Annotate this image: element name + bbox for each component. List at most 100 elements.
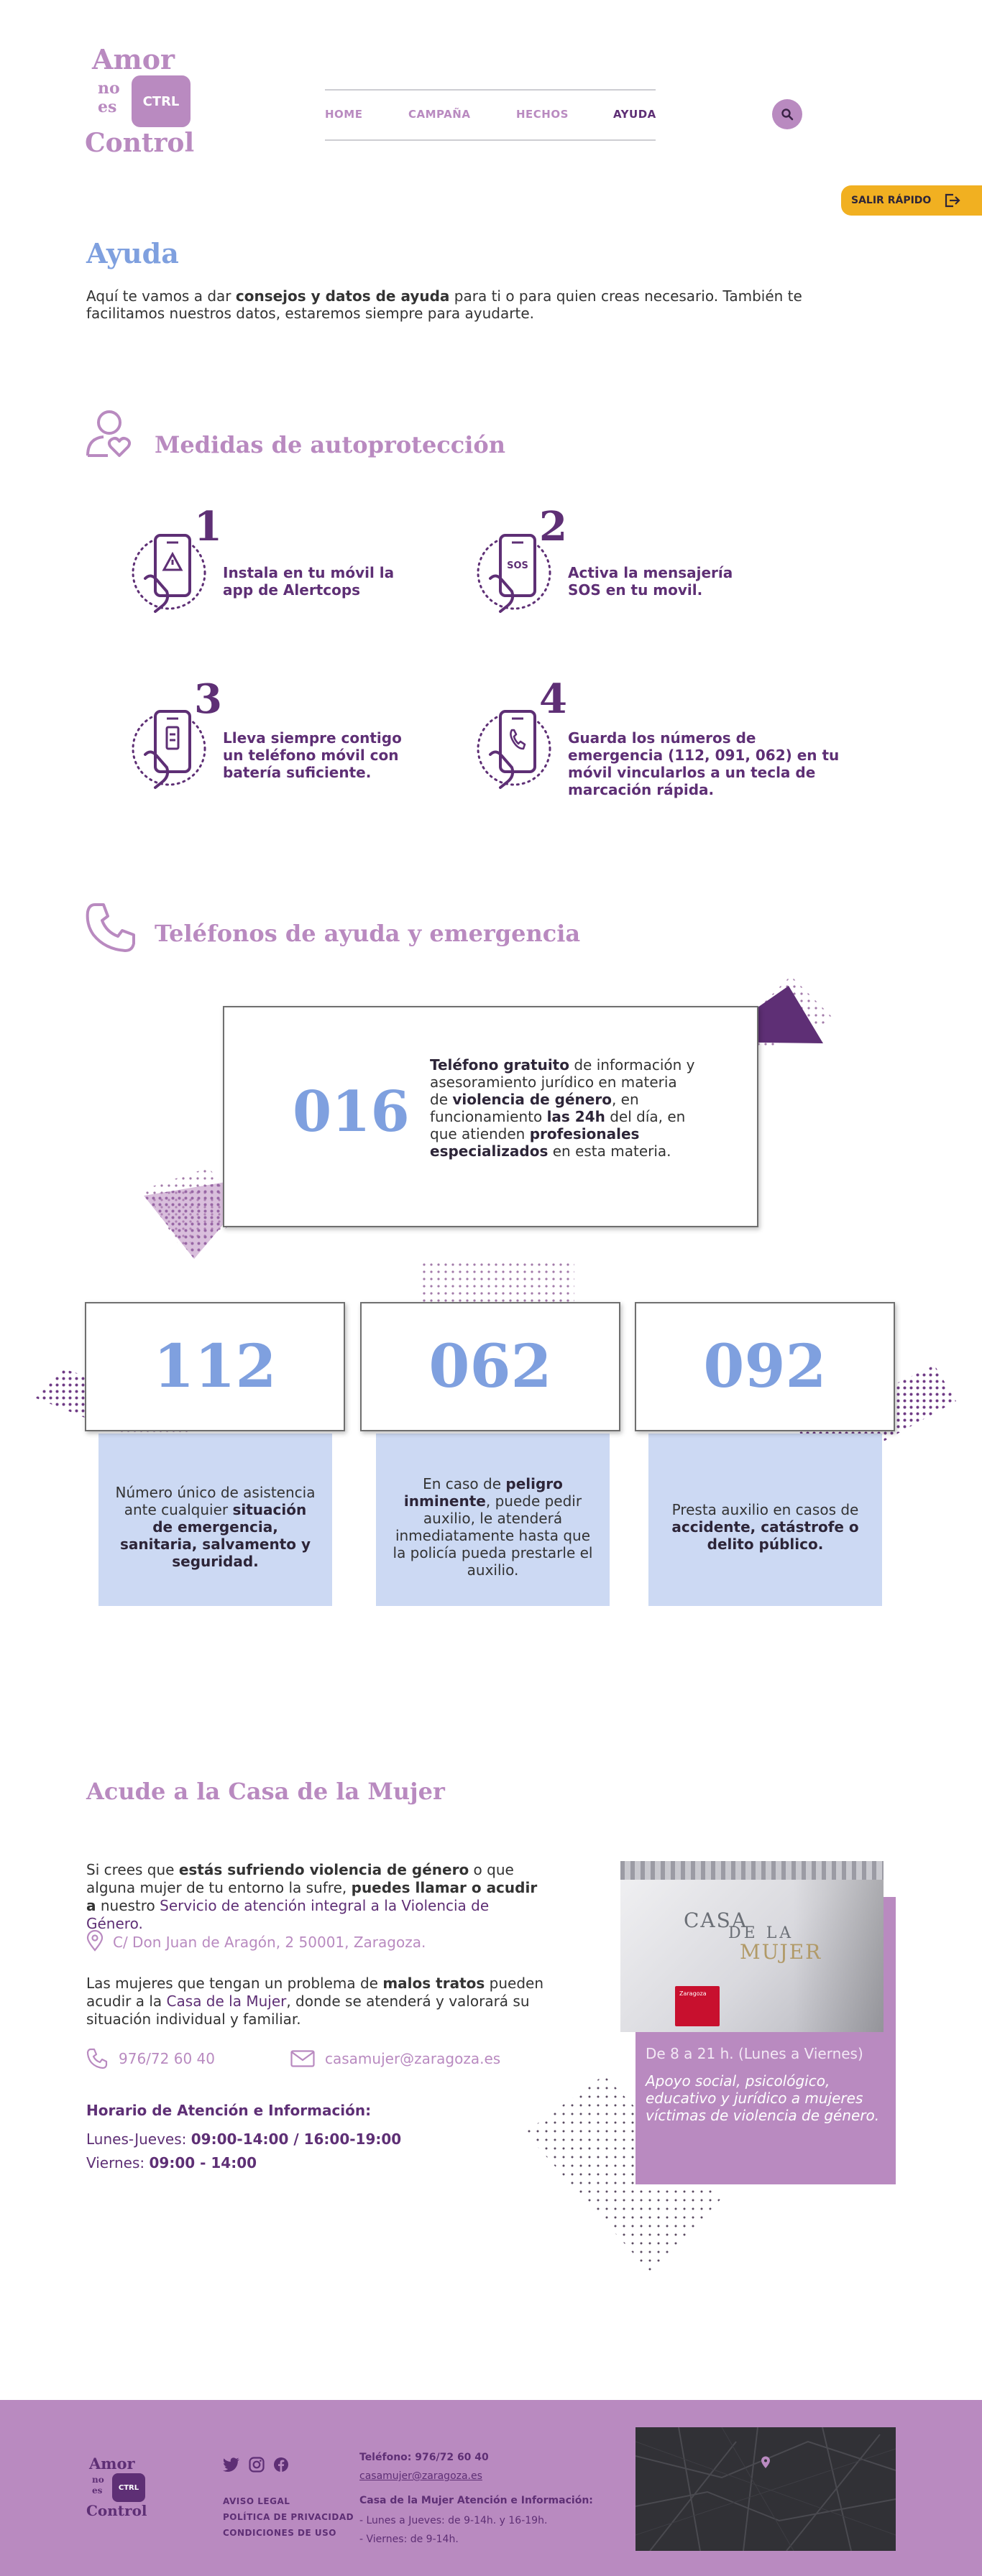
desc-016-4b: profesionales especializados xyxy=(430,1125,640,1160)
number-016: 016 xyxy=(293,1079,410,1145)
desc-016-3: del día, en que atienden xyxy=(430,1108,686,1142)
casa-schedule: De 8 a 21 h. (Lunes a Viernes) xyxy=(646,2045,863,2062)
footer-phone: Teléfono: 976/72 60 40 xyxy=(359,2452,489,2463)
measure-text-1: Instala en tu móvil la app de Alertcops xyxy=(223,564,394,599)
number-062: 062 xyxy=(428,1332,552,1401)
nav-campana[interactable]: CAMPAÑA xyxy=(408,108,471,121)
photo-top-band xyxy=(620,1861,884,1880)
measure-text-4: Guarda los números de emergencia (112, 0… xyxy=(568,729,839,798)
search-button[interactable] xyxy=(772,99,802,129)
intro-text-bold: consejos y datos de ayuda xyxy=(235,287,450,305)
casa-hours-2-label: Viernes: xyxy=(86,2154,150,2171)
footer-logo-ctrl: CTRL xyxy=(112,2473,145,2502)
photo-shadow xyxy=(793,1880,884,2032)
measure-4-line-2: emergencia (112, 091, 062) en tu xyxy=(568,747,840,764)
logo-word-amor: Amor xyxy=(92,43,175,75)
casa-support: Apoyo social, psicológico, educativo y j… xyxy=(646,2072,880,2124)
instagram-icon[interactable] xyxy=(249,2457,265,2473)
panel-092-text: Presta auxilio en casos de accidente, ca… xyxy=(664,1501,866,1553)
footer-condiciones[interactable]: CONDICIONES DE USO xyxy=(223,2528,336,2538)
desc-016-1: de información y asesoramiento jurídico … xyxy=(430,1056,695,1108)
casa-address: C/ Don Juan de Aragón, 2 50001, Zaragoza… xyxy=(113,1934,426,1951)
twitter-icon[interactable] xyxy=(223,2457,240,2472)
panel-112-a: Número único de asistencia ante cualquie… xyxy=(115,1484,316,1518)
nav-hechos[interactable]: HECHOS xyxy=(516,108,569,121)
footer-email[interactable]: casamujer@zaragoza.es xyxy=(359,2470,482,2482)
footer-logo[interactable]: Amor no es CTRL Control xyxy=(86,2455,151,2521)
measure-number-4: 4 xyxy=(539,675,567,723)
nav-ayuda[interactable]: AYUDA xyxy=(613,108,656,121)
nav-top-rule xyxy=(325,89,656,91)
casa-p2d[interactable]: Casa de la Mujer xyxy=(166,1993,287,2010)
footer-hours-2: - Viernes: de 9-14h. xyxy=(359,2534,459,2545)
measure-4-line-3: móvil vincularlos a un tecla de xyxy=(568,764,816,781)
measure-3-line-3: batería suficiente. xyxy=(223,764,372,781)
casa-p2b: malos tratos xyxy=(382,1975,485,1992)
phone-sos-icon: SOS xyxy=(477,534,551,613)
measure-number-2: 2 xyxy=(539,503,567,550)
footer-aviso-legal[interactable]: AVISO LEGAL xyxy=(223,2496,290,2506)
nav-home[interactable]: HOME xyxy=(325,108,363,121)
casa-hours-title: Horario de Atención e Información: xyxy=(86,2102,372,2119)
logo-ctrl-badge: CTRL xyxy=(132,75,191,127)
panel-092-b: accidente, catástrofe o delito público. xyxy=(671,1518,859,1553)
panel-092: Presta auxilio en casos de accidente, ca… xyxy=(648,1434,882,1606)
measures-title: Medidas de autoprotección xyxy=(155,431,506,458)
measure-2-line-2: SOS en tu movil. xyxy=(568,581,703,599)
casa-p1f[interactable]: Servicio de atención integral a la Viole… xyxy=(86,1897,490,1932)
photo-sign-de-la: DE LA xyxy=(728,1924,794,1942)
site-logo[interactable]: Amor no es CTRL Control xyxy=(85,43,200,158)
casa-p1d: puedes llamar o acudir a xyxy=(86,1879,538,1914)
facebook-icon[interactable] xyxy=(273,2457,289,2473)
panel-062-text: En caso de peligro inminente, puede pedi… xyxy=(392,1475,594,1579)
logo-word-control: Control xyxy=(85,128,195,158)
intro-text-b: para ti o para quien creas necesario. Ta… xyxy=(86,287,802,322)
footer-privacidad[interactable]: POLÍTICA DE PRIVACIDAD xyxy=(223,2512,354,2522)
casa-p2c: pueden acudir a la xyxy=(86,1975,543,2010)
panel-062: En caso de peligro inminente, puede pedi… xyxy=(376,1434,610,1606)
exit-icon xyxy=(945,193,960,208)
search-icon xyxy=(781,109,794,121)
casa-title: Acude a la Casa de la Mujer xyxy=(86,1778,445,1805)
phone-call-icon xyxy=(477,710,551,789)
footer-logo-amor: Amor xyxy=(89,2455,135,2473)
measure-4-line-1: Guarda los números de xyxy=(568,729,756,747)
panel-112: Número único de asistencia ante cualquie… xyxy=(98,1434,332,1606)
mail-icon xyxy=(290,2050,315,2067)
phone-icon xyxy=(86,903,135,952)
card-092: 092 xyxy=(635,1302,895,1431)
desc-016-4: en esta materia. xyxy=(548,1142,671,1160)
phone-battery-icon xyxy=(132,710,206,789)
desc-016: Teléfono gratuito de información y aseso… xyxy=(430,1056,697,1160)
desc-016-2: , en funcionamiento xyxy=(430,1091,639,1125)
user-heart-icon xyxy=(86,410,132,457)
desc-016-3b: las 24h xyxy=(546,1108,605,1125)
casa-p2e: , donde se atenderá y valorará su situac… xyxy=(86,1993,530,2028)
footer-hours-1: - Lunes a Jueves: de 9-14h. y 16-19h. xyxy=(359,2515,548,2526)
casa-paragraph-1: Si crees que estás sufriendo violencia d… xyxy=(86,1861,546,1933)
photo-red-plaque: Zaragoza xyxy=(675,1986,720,2026)
map-pin-icon xyxy=(761,2456,770,2468)
phone-alert-icon xyxy=(132,534,206,613)
casa-p1a: Si crees que xyxy=(86,1861,179,1878)
casa-email[interactable]: casamujer@zaragoza.es xyxy=(325,2050,501,2067)
measure-text-2: Activa la mensajería SOS en tu movil. xyxy=(568,564,733,599)
casa-paragraph-2: Las mujeres que tengan un problema de ma… xyxy=(86,1975,546,2028)
quick-exit-button[interactable]: SALIR RÁPIDO xyxy=(841,185,982,216)
casa-hours-2: Viernes: 09:00 - 14:00 xyxy=(86,2154,257,2171)
measure-number-3: 3 xyxy=(194,675,222,723)
number-092: 092 xyxy=(703,1332,827,1401)
measure-text-3: Lleva siempre contigo un teléfono móvil … xyxy=(223,729,402,781)
photo-sign-casa: CASA xyxy=(684,1908,748,1932)
casa-p2a: Las mujeres que tengan un problema de xyxy=(86,1975,383,1992)
footer-logo-no: no xyxy=(92,2475,104,2485)
casa-photo: CASA DE LA MUJER Zaragoza xyxy=(620,1861,884,2032)
sos-label: SOS xyxy=(507,560,528,571)
desc-016-2b: violencia de género xyxy=(452,1091,612,1108)
decor-dots-casa xyxy=(525,2075,722,2273)
quick-exit-label: SALIR RÁPIDO xyxy=(851,195,932,206)
footer-map[interactable] xyxy=(635,2427,896,2551)
panel-112-text: Número único de asistencia ante cualquie… xyxy=(114,1484,316,1570)
panel-062-b: peligro inminente xyxy=(403,1475,563,1510)
casa-phone[interactable]: 976/72 60 40 xyxy=(119,2050,215,2067)
